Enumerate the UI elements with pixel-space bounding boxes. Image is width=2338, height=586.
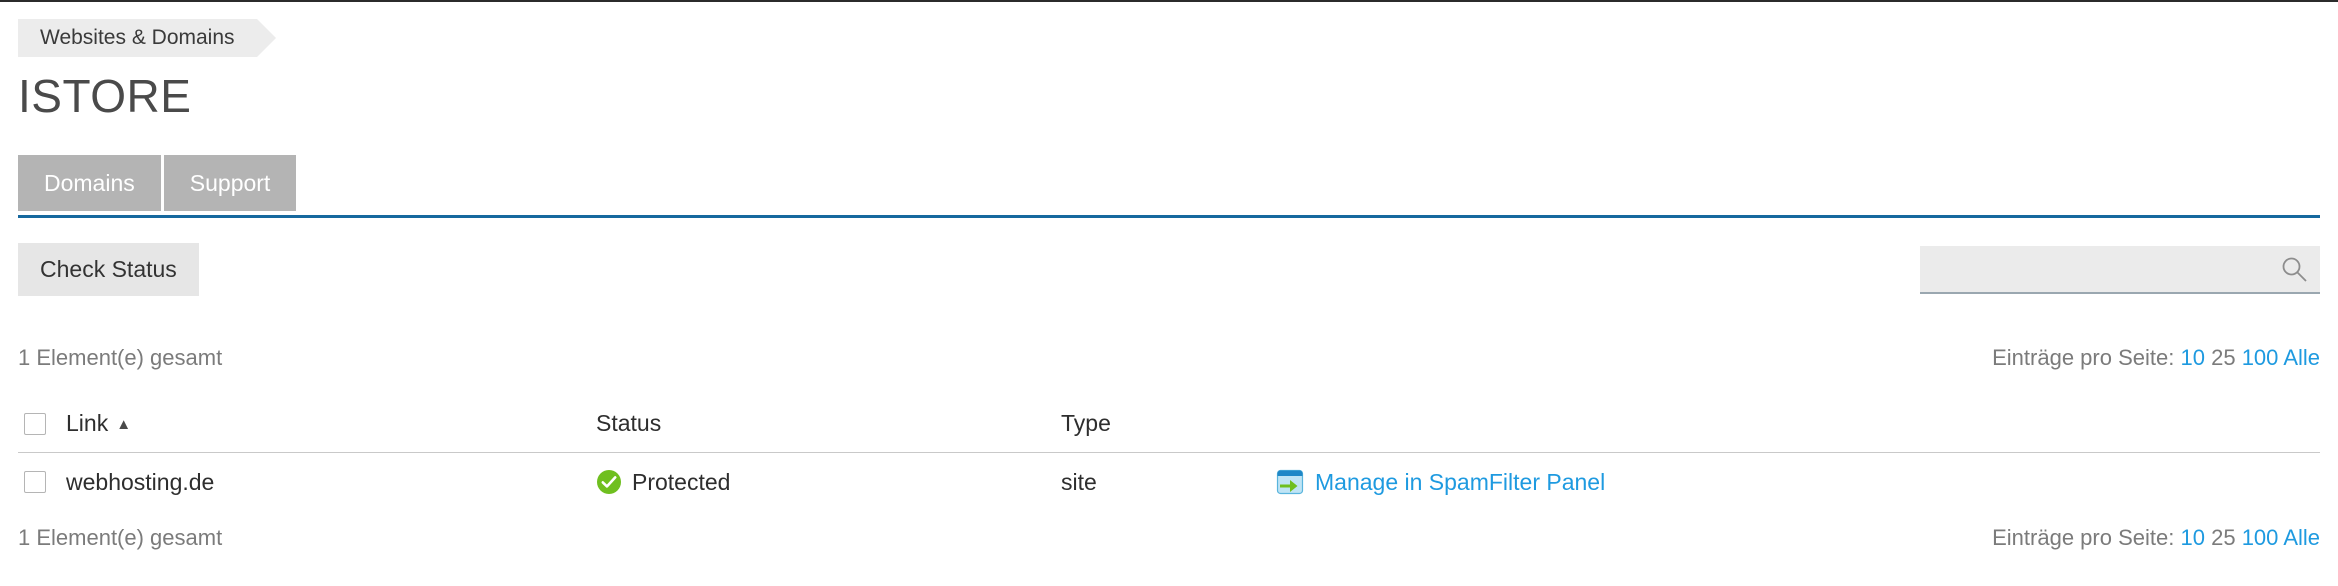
breadcrumb-arrow-icon <box>256 19 276 57</box>
pagination-option-alle-top[interactable]: Alle <box>2283 345 2320 370</box>
breadcrumb-label: Websites & Domains <box>40 26 235 49</box>
column-header-link-label: Link <box>66 410 109 436</box>
manage-in-spamfilter-panel-link[interactable]: Manage in SpamFilter Panel <box>1315 468 1606 495</box>
pagination-label-bottom: Einträge pro Seite: <box>1992 525 2175 550</box>
select-all-checkbox[interactable] <box>24 412 46 435</box>
tab-domains[interactable]: Domains <box>18 155 161 211</box>
pagination-option-100-top[interactable]: 100 <box>2241 345 2279 370</box>
pagination-option-10-top[interactable]: 10 <box>2180 345 2205 370</box>
pagination-option-25-top[interactable]: 25 <box>2211 345 2236 370</box>
top-border <box>0 0 2338 2</box>
pagination-option-100-bottom[interactable]: 100 <box>2241 525 2279 550</box>
column-header-link[interactable]: Link ▲ <box>66 410 596 437</box>
cell-status: Protected <box>596 469 1061 496</box>
protected-check-icon <box>596 469 622 495</box>
select-all-cell <box>18 412 66 435</box>
tab-underline-rule <box>18 215 2320 218</box>
tab-support[interactable]: Support <box>163 155 297 211</box>
table-row: webhosting.de Protected site <box>18 453 2320 511</box>
column-header-type-label: Type <box>1061 410 1111 436</box>
external-panel-icon <box>1276 468 1304 496</box>
cell-status-label: Protected <box>632 468 731 495</box>
table-header-row: Link ▲ Status Type <box>18 395 2320 453</box>
pagination-option-10-bottom[interactable]: 10 <box>2180 525 2205 550</box>
cell-actions: Manage in SpamFilter Panel <box>1276 468 2320 496</box>
pagination-bottom: Einträge pro Seite: 10 25 100 Alle <box>1992 525 2320 551</box>
pagination-option-alle-bottom[interactable]: Alle <box>2283 525 2320 550</box>
cell-link: webhosting.de <box>66 468 215 495</box>
check-status-button[interactable]: Check Status <box>18 243 199 296</box>
item-count-top: 1 Element(e) gesamt <box>18 345 223 370</box>
pagination-top: Einträge pro Seite: 10 25 100 Alle <box>1992 345 2320 371</box>
search-input[interactable] <box>1920 246 2260 290</box>
page-title: ISTORE <box>18 70 192 122</box>
pagination-option-25-bottom[interactable]: 25 <box>2211 525 2236 550</box>
row-checkbox[interactable] <box>24 471 46 493</box>
search-box[interactable] <box>1920 246 2320 294</box>
tab-bar: Domains Support <box>18 155 299 211</box>
breadcrumb-item-websites-and-domains[interactable]: Websites & Domains <box>18 19 276 57</box>
tab-domains-label: Domains <box>44 170 135 196</box>
breadcrumb: Websites & Domains <box>18 19 276 57</box>
sort-ascending-icon: ▲ <box>116 416 132 433</box>
cell-type: site <box>1061 468 1097 495</box>
tab-support-label: Support <box>189 170 271 196</box>
search-icon[interactable] <box>2280 255 2308 283</box>
column-header-type[interactable]: Type <box>1061 410 1276 437</box>
column-header-status[interactable]: Status <box>596 410 1061 437</box>
item-count-bottom: 1 Element(e) gesamt <box>18 525 223 550</box>
column-header-status-label: Status <box>596 410 662 436</box>
pagination-label-top: Einträge pro Seite: <box>1992 345 2175 370</box>
domains-table: Link ▲ Status Type webhosting.de <box>18 395 2320 511</box>
row-select-cell <box>18 471 66 493</box>
